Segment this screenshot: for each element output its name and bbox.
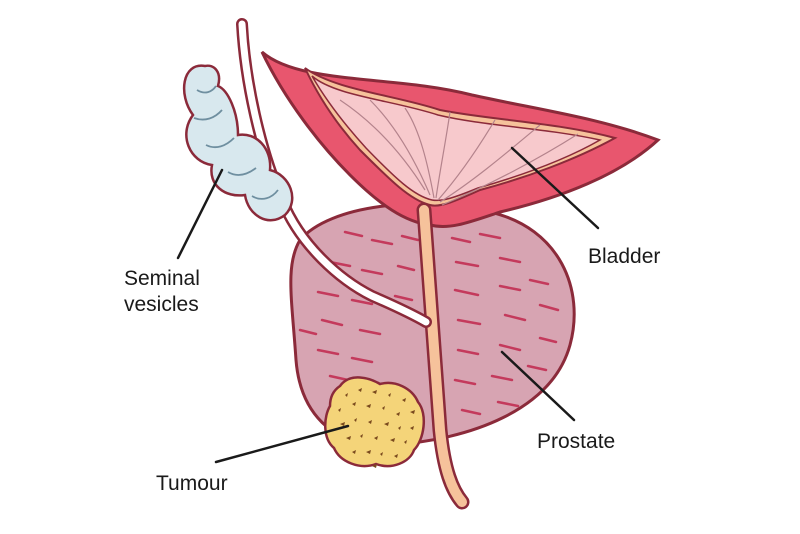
prostate-streak [350,356,374,364]
tumour-spot [374,436,378,440]
tumour-spot [372,390,377,394]
tumour-spot [402,398,406,402]
prostate-streak [360,268,384,276]
prostate-streak [454,260,480,268]
prostate-streak [328,374,350,382]
prostate-streak [393,294,414,302]
tumour-spot [410,410,415,414]
bladder [260,50,661,229]
tumour-spot [345,393,348,397]
prostate-streak [490,374,514,382]
prostate-streak [528,278,550,286]
tumour-spot [388,393,391,397]
seminal-vesicles [182,18,432,328]
tumour-spot [380,452,383,456]
tumour-spot [352,402,356,406]
tumour-spot [340,422,345,426]
tumour [324,376,426,468]
prostate-streak [370,238,394,246]
tumour-spot [372,464,377,468]
prostate-streak [478,232,502,240]
tumour-spot [404,440,407,444]
prostate-streak [453,288,480,297]
prostate-texture [298,230,560,416]
tumour-label: Tumour [156,472,228,495]
prostate-streak [496,400,520,408]
prostate-streak [320,318,344,327]
prostate-streak [538,303,560,312]
seminal-vesicles-leader-line [176,168,224,260]
seminal-vesicles-label-line1: Seminal [124,267,200,290]
prostate-streak [350,298,374,306]
prostate-streak [453,378,477,386]
prostate-streak [400,234,420,242]
leader-lines [176,146,600,464]
tumour-spot [398,426,401,430]
prostate-streak [456,348,480,356]
tumour-spot [390,438,395,442]
tumour-spot [354,418,357,422]
bladder-folds [339,99,579,206]
tumour-spot [352,450,356,454]
tumour-texture [338,388,415,468]
tumour-spot [358,388,362,392]
tumour-spot [346,436,351,440]
prostate-streak [503,313,527,322]
prostate-streak [498,343,522,352]
bladder-leader-line [510,146,600,230]
tumour-spot [368,420,372,424]
tumour-spot [396,412,400,416]
bladder-label: Bladder [588,245,661,268]
seminal-vesicles-label-line2: vesicles [124,293,199,316]
urethra [419,205,467,507]
tumour-spot [410,426,414,430]
prostate-streak [396,264,416,272]
prostate-label: Prostate [537,430,616,453]
tumour-spot [338,408,341,412]
prostate-leader-line [500,350,576,422]
prostate-streak [460,408,482,416]
tumour-spot [394,454,398,458]
tumour-leader-line [214,424,350,464]
tumour-spot [366,404,371,408]
prostate-streak [526,364,548,372]
prostate-streak [538,336,558,344]
prostate-streak [498,284,522,292]
prostate-streak [298,328,318,336]
tumour-spot [366,450,371,454]
prostate-streak [358,328,382,336]
tumour-spot [382,406,385,410]
seminal-vesicles-label: Seminal vesicles [124,266,200,318]
tumour-spot [384,422,389,426]
prostate-streak [316,290,340,298]
prostate-streak [316,348,340,356]
prostate-streak [456,318,482,326]
prostate-streak [343,230,364,238]
prostate-streak [498,256,522,264]
tumour-spot [360,434,363,438]
prostate-streak [450,236,472,244]
